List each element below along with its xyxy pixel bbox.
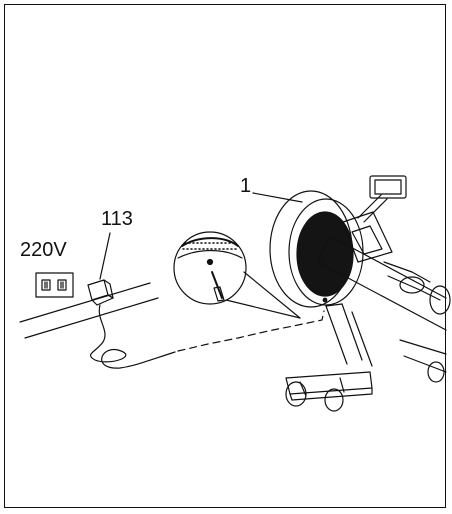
- adapter-part-number: 113: [101, 208, 133, 230]
- detail-magnifier: [173, 231, 247, 305]
- flywheel-part-number: 1: [240, 175, 252, 197]
- voltage-label: 220V: [20, 239, 67, 261]
- adapter-leader-line: [99, 232, 111, 280]
- wall-lines: [19, 282, 159, 339]
- cable-route-dashed: [177, 310, 325, 352]
- magnifier-pointer-lower: [225, 299, 301, 319]
- power-adapter-icon: [87, 279, 114, 306]
- diagram-frame: [4, 4, 446, 508]
- magnifier-pointer-upper: [243, 271, 301, 319]
- wall-outlet-icon: [35, 272, 74, 298]
- rowing-machine-frame: [285, 175, 451, 412]
- flywheel-leader-line: [252, 192, 303, 203]
- flywheel-icon: [269, 190, 364, 308]
- power-cable: [90, 304, 176, 369]
